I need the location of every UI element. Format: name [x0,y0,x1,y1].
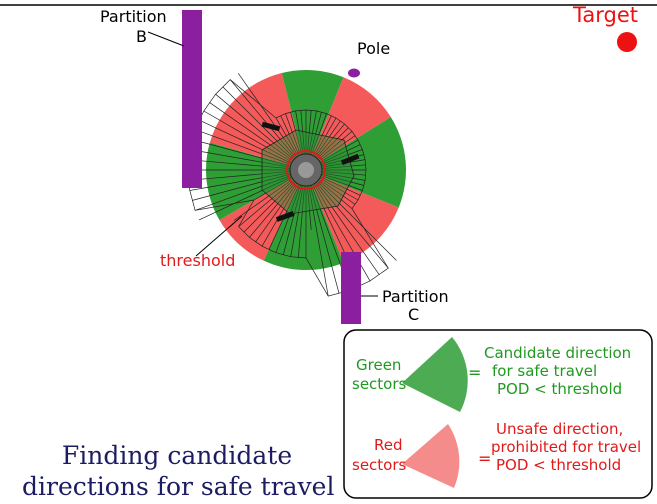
legend-green-label-2: sectors [352,375,407,393]
legend-red-label-2: sectors [352,456,407,474]
target-marker [617,32,637,52]
partition-c [341,252,361,324]
legend-green-desc-2: for safe travel [492,362,597,380]
legend-green-label-1: Green [356,356,401,374]
legend-green-wedge [402,337,468,412]
legend-green-desc-1: Candidate direction [484,344,631,362]
partition-c-letter: C [408,305,419,324]
caption-line-1: Finding candidate [61,441,293,470]
threshold-pointer [195,215,243,257]
red-sector [306,77,391,170]
green-sector [306,117,406,208]
threshold-label: threshold [160,251,235,270]
legend-red-desc-3: POD < threshold [496,456,621,474]
legend-box: Green sectors = Candidate direction for … [343,329,653,499]
partition-b-label: Partition [100,7,167,26]
robot-center [261,129,355,215]
red-sector [219,170,306,261]
sensor-ray [305,169,380,276]
caption-line-2: directions for safe travel [22,472,335,501]
legend-red-wedge [402,424,460,488]
pole-marker [348,68,360,78]
partition-b-pointer [147,31,185,47]
sensor-ray [305,169,329,297]
partition-c-label: Partition [382,287,449,306]
partition-b [182,10,202,188]
sensor-ray [305,169,397,261]
partition-b-letter: B [136,27,147,46]
figure-caption: Finding candidate directions for safe tr… [22,440,335,502]
legend-green-equals: = [468,363,481,382]
green-sector [263,170,344,270]
sensor-ray [305,169,389,269]
green-sector [281,70,306,170]
sensor-marks [261,121,360,222]
legend-green-desc-3: POD < threshold [497,380,622,398]
sensor-trace-polygon [187,79,389,297]
pole-label: Pole [357,39,390,58]
green-sector [206,142,306,220]
legend-red-desc-2: prohibited for travel [491,438,641,456]
legend-red-equals: = [478,449,491,468]
legend-red-desc-1: Unsafe direction, [496,420,623,438]
sensor-ray [305,169,340,294]
target-label: Target [572,3,638,27]
legend-red-label-1: Red [374,436,403,454]
